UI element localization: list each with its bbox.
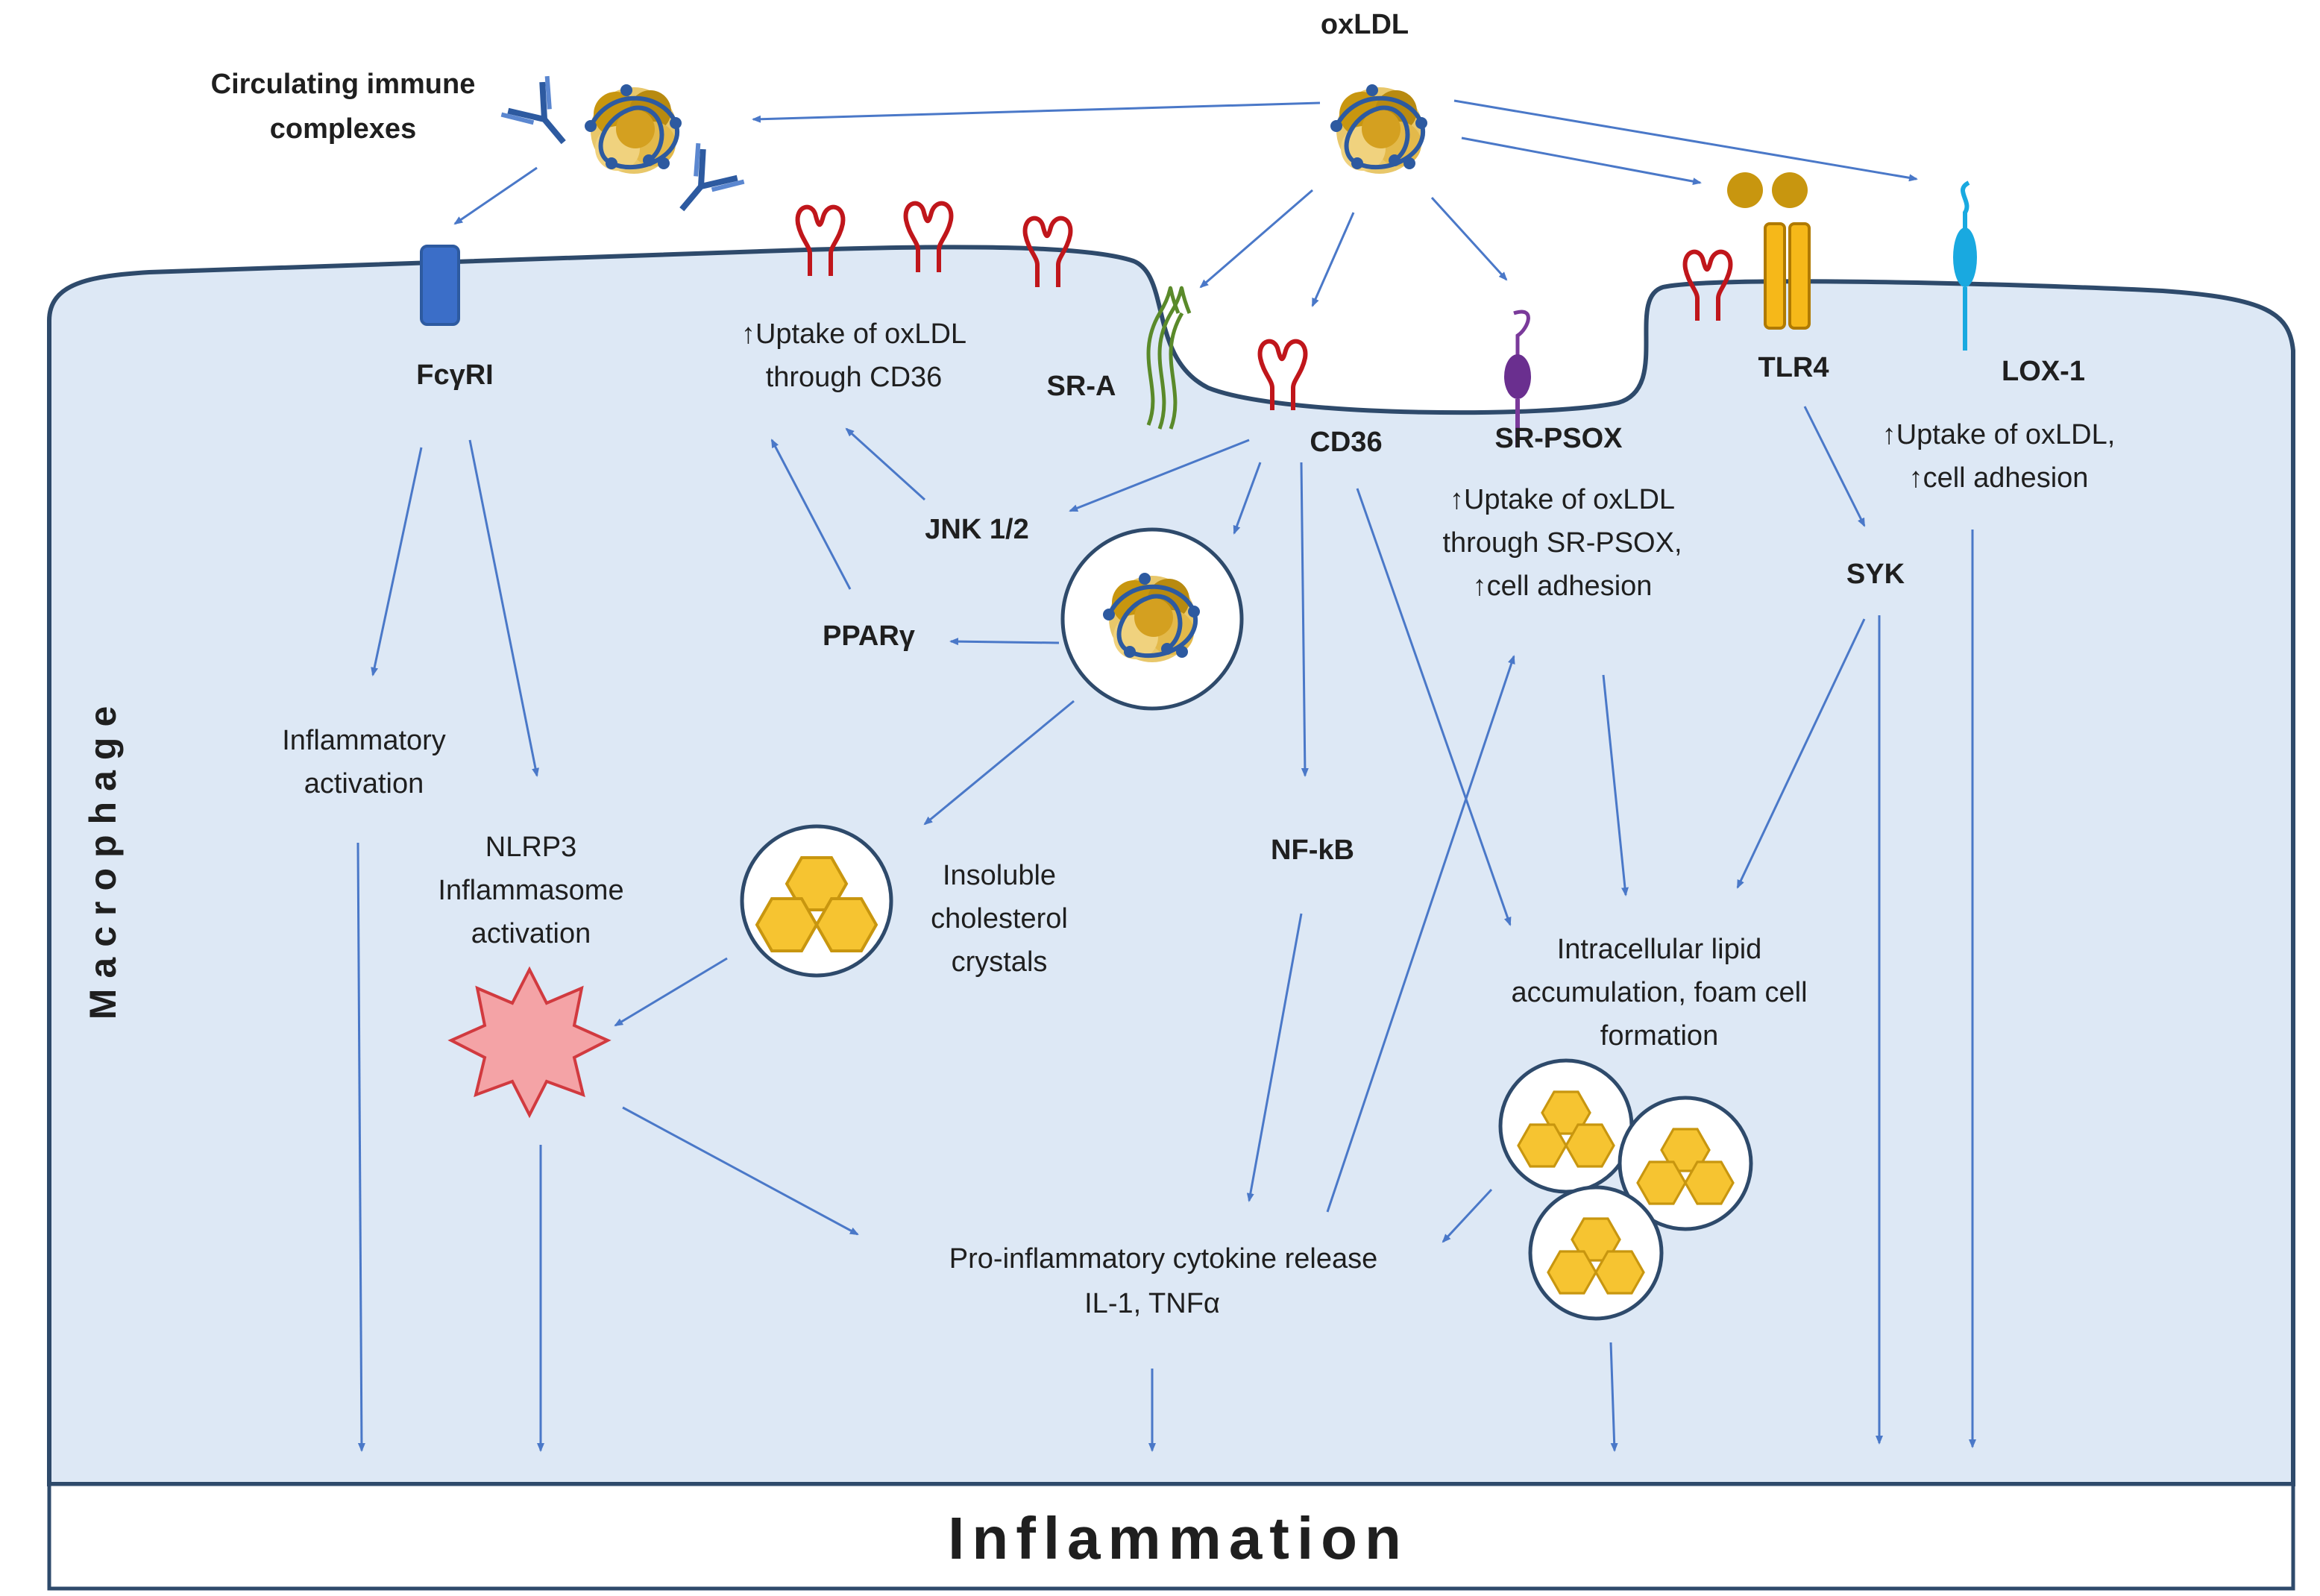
- oxldl-particle-icon: [1330, 84, 1427, 174]
- cd36-label: CD36: [1310, 427, 1382, 458]
- srpsox-receptor-icon: [1504, 310, 1531, 447]
- uptake-lox-text-2: ↑cell adhesion: [1909, 462, 2089, 494]
- fcgri-receptor-icon: [420, 245, 460, 326]
- antibody-icon: [501, 76, 586, 161]
- lipid-acc-text-1: Intracellular lipid: [1557, 934, 1762, 965]
- uptake-srpsox-text-3: ↑cell adhesion: [1473, 571, 1653, 602]
- fcgri-label: FcγRI: [416, 359, 493, 391]
- nlrp3-text-3: activation: [471, 918, 591, 949]
- uptake-srpsox-text-1: ↑Uptake of oxLDL: [1450, 484, 1675, 515]
- immune-oxldl-particle-icon: [585, 84, 682, 174]
- nlrp3-text-2: Inflammasome: [438, 875, 623, 906]
- lipid-acc-text-2: accumulation, foam cell: [1511, 977, 1807, 1008]
- lox1-label: LOX-1: [2002, 356, 2085, 387]
- sra-label: SR-A: [1047, 371, 1116, 402]
- oxldl-label: oxLDL: [1321, 9, 1409, 40]
- inflam-act-text-1: Inflammatory: [282, 725, 446, 756]
- lipid-acc-text-3: formation: [1600, 1020, 1718, 1052]
- uptake-cd36-text-2: through CD36: [766, 362, 943, 393]
- sra-receptor-icon: [1146, 286, 1192, 430]
- nlrp3-text-1: NLRP3: [485, 832, 577, 863]
- nlrp3-inflammasome-star-icon: [447, 966, 612, 1119]
- lox1-receptor-icon: [1953, 180, 1977, 351]
- inflammation-label: Inflammation: [948, 1505, 1409, 1571]
- inflammation-bar: [47, 1482, 2295, 1591]
- crystals-text-3: crystals: [952, 946, 1048, 978]
- tlr4-receptor-icon: [1727, 172, 1811, 330]
- uptake-srpsox-text-2: through SR-PSOX,: [1442, 527, 1682, 559]
- crystals-text-2: cholesterol: [931, 903, 1068, 934]
- cytokine-text-1: Pro-inflammatory cytokine release: [949, 1243, 1377, 1275]
- syk-label: SYK: [1846, 559, 1905, 590]
- tlr4-label: TLR4: [1758, 352, 1829, 383]
- macrophage-label: Macrophage: [82, 696, 124, 1020]
- crystals-text-1: Insoluble: [943, 860, 1056, 891]
- jnk-label: JNK 1/2: [925, 514, 1028, 545]
- srpsox-label: SR-PSOX: [1494, 423, 1623, 454]
- immune-complexes-label-2: complexes: [270, 113, 416, 145]
- inflam-act-text-2: activation: [304, 768, 424, 799]
- uptake-lox-text-1: ↑Uptake of oxLDL,: [1882, 419, 2116, 450]
- pathway-arrows: [356, 99, 1976, 1452]
- nfkb-label: NF-kB: [1271, 835, 1354, 866]
- uptake-cd36-text-1: ↑Uptake of oxLDL: [741, 318, 966, 350]
- cytokine-text-2: IL-1, TNFα: [1084, 1288, 1220, 1319]
- immune-complexes-label-1: Circulating immune: [211, 69, 476, 100]
- ppar-label: PPARγ: [823, 621, 915, 652]
